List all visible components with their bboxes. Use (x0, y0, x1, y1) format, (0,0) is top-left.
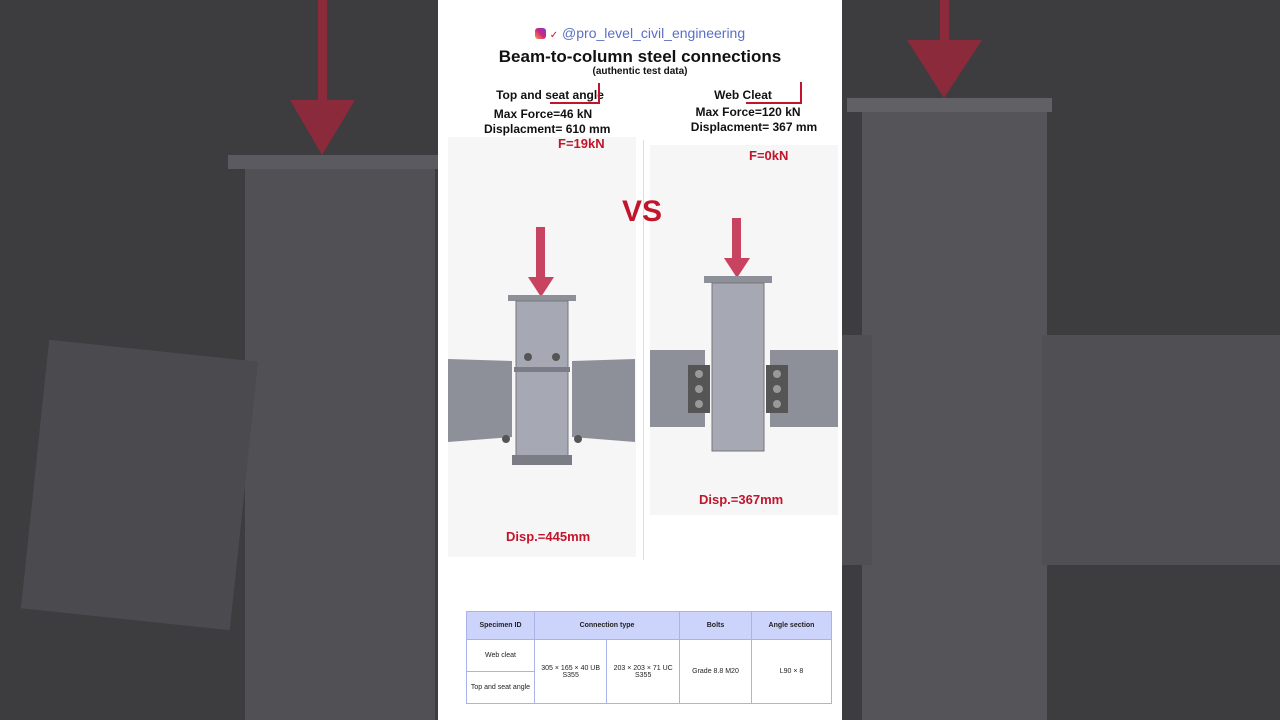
left-specimen-name: Top and seat angle (496, 88, 604, 102)
handle-text: @pro_level_civil_engineering (562, 25, 746, 41)
red-bracket (746, 82, 802, 104)
bolts-cell: Grade 8.8 M20 (679, 639, 752, 704)
vs-label: VS (622, 195, 663, 228)
left-current-displacement: Disp.=445mm (506, 529, 591, 544)
beam-cell: 305 × 165 × 40 UB S355 (533, 639, 608, 704)
blurred-background-left (0, 0, 438, 720)
blurred-background-right (842, 0, 1280, 720)
left-current-force: F=19kN (558, 136, 605, 151)
top-seat-angle-image (448, 137, 636, 557)
steel-column-blur-image (842, 0, 1280, 720)
right-current-force: F=0kN (749, 148, 789, 163)
specimen-cell: Web cleat (466, 639, 535, 672)
check-cross-icon: ✓ (549, 30, 559, 41)
divider (643, 140, 644, 560)
right-current-displacement: Disp.=367mm (699, 492, 784, 507)
table-header-row: Specimen ID Connection type Bolts Angle … (466, 611, 832, 640)
table-row: Top and seat angle (466, 671, 832, 704)
left-max-force: Max Force=46 kN (493, 107, 593, 121)
infographic-panel: ✓ @pro_level_civil_engineering Beam-to-c… (438, 0, 842, 720)
header-connection-type: Connection type (534, 611, 680, 640)
right-max-force: Max Force=120 kN (695, 105, 801, 119)
specimen-cell: Top and seat angle (466, 671, 535, 704)
red-bracket (550, 83, 600, 104)
angle-cell: L90 × 8 (751, 639, 832, 704)
left-max-displacement: Displacment= 610 mm (484, 122, 611, 136)
web-cleat-model (650, 218, 838, 452)
page-title: Beam-to-column steel connections (498, 47, 782, 66)
web-cleat-image (650, 145, 838, 515)
right-specimen-name: Web Cleat (714, 88, 772, 102)
top-seat-angle-model (448, 227, 635, 465)
right-max-displacement: Displacment= 367 mm (690, 120, 818, 134)
instagram-handle[interactable]: ✓ @pro_level_civil_engineering (438, 25, 842, 41)
header-bolts: Bolts (679, 611, 752, 640)
instagram-icon (534, 28, 546, 39)
specimen-table: Specimen ID Connection type Bolts Angle … (466, 611, 832, 704)
page-subtitle: (authentic test data) (592, 66, 688, 77)
table-row: Web cleat 305 × 165 × 40 UB S355 203 × 2… (466, 639, 832, 704)
column-cell: 203 × 203 × 71 UC S355 (606, 639, 680, 704)
header-angle-section: Angle section (751, 611, 832, 640)
header-specimen-id: Specimen ID (466, 611, 535, 640)
steel-column-blur-image (20, 0, 438, 720)
